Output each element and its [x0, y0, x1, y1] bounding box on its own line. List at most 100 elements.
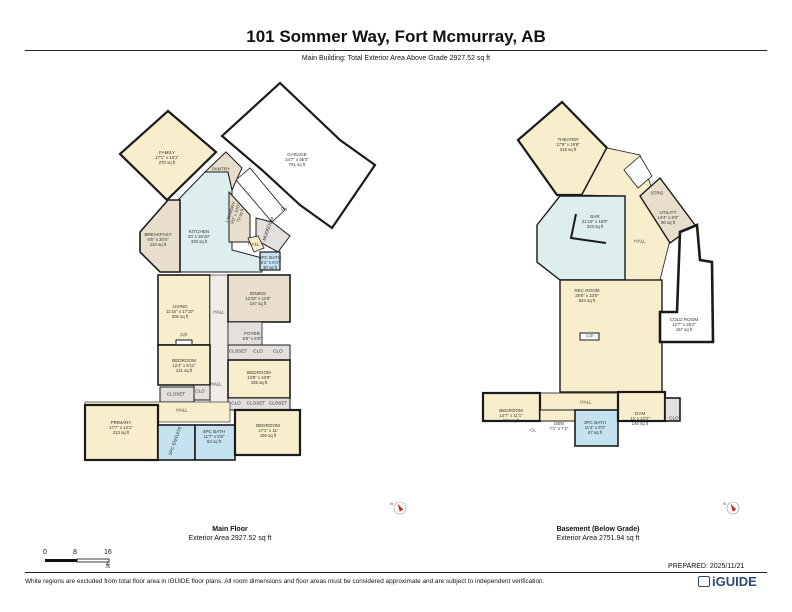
- svg-text:N: N: [390, 501, 393, 506]
- closet-shape: [193, 384, 211, 401]
- room-dims: 17'7" x 12'1": [109, 424, 133, 430]
- hall-shape: [247, 235, 265, 253]
- powder-bath-shape: [259, 251, 281, 271]
- gym-shape: [616, 390, 667, 423]
- room-dims: 9'5" x 20'4": [147, 236, 169, 242]
- main-floor-title: Main Floor: [212, 526, 248, 533]
- room-name: F/P: [180, 332, 188, 338]
- scale-unit: ft: [106, 563, 110, 570]
- room-area: 213 sq ft: [112, 429, 130, 435]
- room-label: CLO: [231, 400, 241, 407]
- room-name: FOYER: [244, 331, 260, 337]
- disclaimer: White regions are excluded from total fl…: [25, 578, 545, 585]
- room-area: 328 sq ft: [190, 238, 208, 244]
- hall-shape: [209, 274, 229, 421]
- room-label: CLOSET: [268, 400, 288, 407]
- room-label: CLOSET: [167, 392, 185, 398]
- room-label: F/P: [586, 334, 593, 340]
- room-name: CLO: [231, 400, 241, 406]
- room-area: 197 sq ft: [675, 326, 693, 332]
- bath-shape: [574, 409, 619, 447]
- room-area: 761 sq ft: [288, 161, 306, 167]
- room-area: 223 sq ft: [586, 223, 604, 229]
- cold-room-outline: [658, 223, 715, 344]
- room-dims: 17'1" x 11': [258, 427, 278, 433]
- room-name: HALL: [634, 238, 646, 244]
- room-label: CLOSET: [246, 400, 266, 407]
- room-area: 90 sq ft: [660, 219, 676, 225]
- room-name: GYM: [634, 410, 646, 416]
- bedroom-shape: [233, 408, 302, 457]
- scale-tick: 8: [73, 549, 77, 556]
- rec-room-shape: [559, 279, 663, 393]
- room-name: 4PC BATH: [202, 428, 226, 434]
- room-label: HALL: [210, 382, 222, 388]
- room-area: 146 sq ft: [631, 420, 649, 426]
- room-label: HALL: [176, 407, 188, 414]
- room-label: STRG: [651, 191, 664, 197]
- room-name: HALL: [176, 407, 188, 413]
- room-dims: 7'1" x 7'2": [549, 426, 569, 431]
- room-name: BREAKFAST: [144, 231, 172, 237]
- room-label: HALL: [248, 241, 260, 248]
- room-label: CLO: [669, 416, 678, 422]
- room-label: CLO: [253, 348, 263, 355]
- bedroom-shape: [157, 344, 211, 386]
- room-name: BEDROOM: [256, 422, 280, 428]
- room-name: REC ROOM: [574, 287, 600, 293]
- room-name: CLO: [253, 348, 263, 354]
- closet-shape: [664, 397, 681, 422]
- room-area: 155 sq ft: [250, 379, 268, 385]
- main-floor-caption: Main Floor Exterior Area 2927.52 sq ft: [189, 525, 272, 543]
- room-label: PANTRY: [212, 167, 230, 173]
- room-name: BEDROOM: [499, 407, 523, 413]
- room-name: COLD ROOM: [669, 316, 699, 322]
- room-area: 200 sq ft: [171, 313, 189, 319]
- room-name: CL: [530, 427, 536, 433]
- logo-text: iGUIDE: [712, 574, 757, 589]
- room-name: HALL: [248, 241, 260, 247]
- room-dims: 14'7" x 11'1": [499, 412, 523, 418]
- room-dims: 12' x 12'2": [630, 415, 650, 421]
- dining-shape: [227, 274, 291, 323]
- room-area: 270 sq ft: [158, 159, 176, 165]
- room-dims: 13'8" x 10'8": [247, 374, 271, 380]
- page-title: 101 Sommer Way, Fort Mcmurray, AB: [246, 27, 546, 46]
- room-name: CLOSET: [246, 400, 266, 406]
- room-label: HALL: [213, 310, 225, 316]
- room-name: CLOSET: [268, 400, 288, 406]
- room-area: 156 sq ft: [502, 417, 520, 423]
- room-dims: 24'7" x 35'0": [285, 156, 309, 162]
- room-label: CLO: [273, 349, 282, 355]
- room-dims: 17'9" x 19'8": [556, 141, 580, 147]
- den-shape: [539, 409, 576, 422]
- primary-shape: [83, 403, 160, 462]
- room-dims: 12'7" x 26'2": [672, 321, 696, 327]
- ensuite-shape: [157, 424, 196, 461]
- bar-counter: [569, 213, 607, 244]
- compass-icon: N: [390, 501, 407, 515]
- room-name: 3PC BATH: [583, 419, 607, 425]
- room-area: 87 sq ft: [587, 429, 603, 435]
- header-divider: [25, 50, 767, 51]
- room-name: 2PC BATH: [258, 254, 282, 260]
- room-name: CLOSET: [228, 348, 248, 354]
- scale-bar: [45, 558, 110, 563]
- room-name: PRIMARY: [110, 419, 132, 425]
